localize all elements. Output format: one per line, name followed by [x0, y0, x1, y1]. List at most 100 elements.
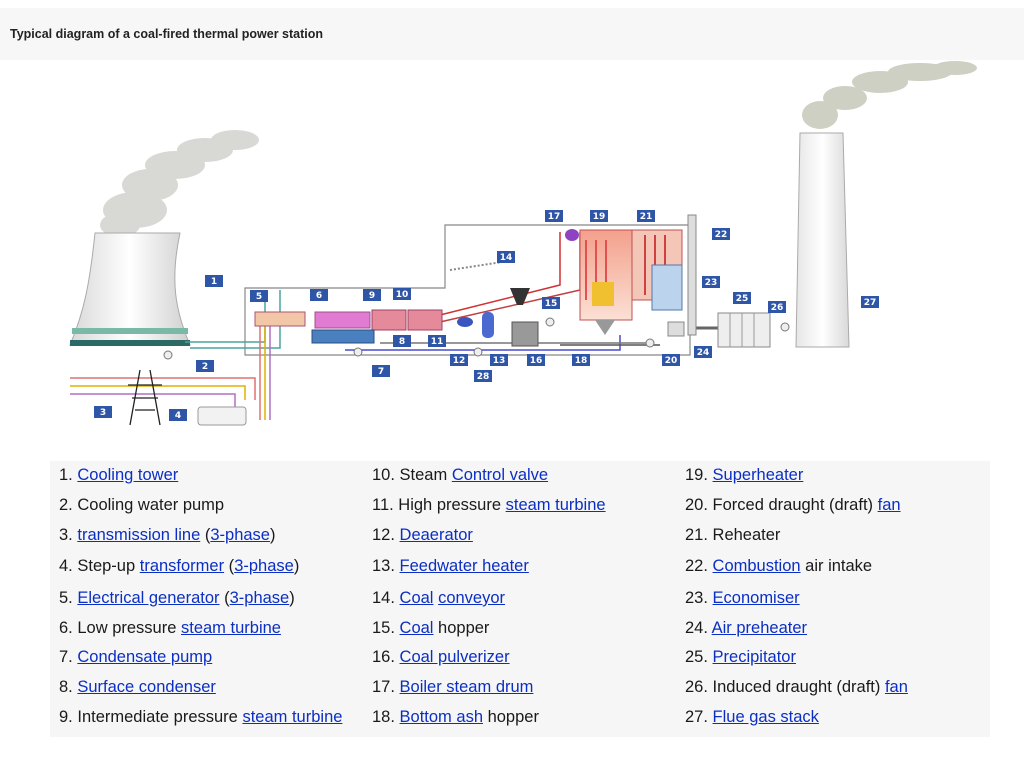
label-tag-24: 24 — [694, 346, 712, 358]
label-tag-18: 18 — [572, 354, 590, 366]
legend-text: Step-up — [77, 557, 140, 576]
legend-item: 14. Coal conveyor — [372, 584, 606, 614]
legend-link[interactable]: Condensate pump — [77, 648, 213, 667]
pipework — [70, 232, 720, 420]
economiser — [651, 264, 683, 311]
legend-item: 19. Superheater — [685, 461, 908, 491]
svg-text:23: 23 — [705, 278, 718, 288]
transmission-pylon — [128, 369, 162, 426]
legend-link[interactable]: 3-phase — [210, 525, 270, 544]
legend-link[interactable]: Air preheater — [711, 618, 808, 637]
tower-steam-plume — [100, 130, 259, 237]
svg-text:28: 28 — [477, 372, 490, 382]
power-station-diagram: 1 2 3 4 5 6 7 8 9 10 11 12 13 14 15 16 1… — [69, 61, 977, 426]
legend-item: 15. Coal hopper — [372, 614, 606, 644]
legend-item-number: 10. — [372, 466, 400, 484]
legend-item: 3. transmission line (3-phase) — [59, 521, 342, 551]
legend-item: 13. Feedwater heater — [372, 550, 606, 584]
label-tag-1: 1 — [205, 275, 223, 287]
deaerator-and-heater — [457, 312, 494, 338]
legend-link[interactable]: 3-phase — [229, 588, 290, 607]
svg-text:10: 10 — [396, 290, 409, 300]
legend-item-number: 18. — [372, 708, 400, 727]
legend-link[interactable]: transmission line — [77, 525, 201, 544]
legend-link[interactable]: Coal — [399, 588, 434, 607]
label-tag-5: 5 — [250, 290, 268, 302]
legend-link[interactable]: conveyor — [438, 588, 506, 607]
surface-condenser — [311, 329, 375, 344]
legend-link[interactable]: Feedwater heater — [399, 557, 529, 576]
label-tag-15: 15 — [542, 297, 560, 309]
legend-item-number: 19. — [685, 466, 713, 484]
legend-item: 1. Cooling tower — [59, 461, 342, 491]
legend-item: 27. Flue gas stack — [685, 703, 908, 733]
steam-turbines — [314, 309, 443, 331]
legend-item-number: 20. — [685, 495, 713, 514]
legend-text: ( — [200, 525, 211, 544]
legend-link[interactable]: fan — [884, 678, 908, 697]
legend-link[interactable]: 3-phase — [234, 557, 294, 576]
svg-text:24: 24 — [697, 348, 710, 358]
legend-text: Cooling water pump — [77, 495, 225, 514]
legend-item-number: 24. — [685, 618, 712, 637]
flue-gas-stack — [795, 132, 850, 348]
legend-link[interactable]: steam turbine — [181, 618, 281, 637]
svg-text:1: 1 — [211, 277, 217, 287]
label-tag-12: 12 — [450, 354, 468, 366]
legend-link[interactable]: Economiser — [712, 588, 800, 607]
legend-link[interactable]: fan — [877, 495, 901, 514]
legend-text: ( — [219, 588, 230, 607]
legend-text: ) — [293, 557, 300, 576]
legend-item: 21. Reheater — [685, 521, 908, 551]
label-tag-7: 7 — [372, 365, 390, 377]
legend-link[interactable]: Coal pulverizer — [399, 648, 510, 667]
svg-text:16: 16 — [530, 356, 543, 366]
legend-item: 2. Cooling water pump — [59, 491, 342, 521]
legend-link[interactable]: Combustion — [712, 557, 801, 576]
legend-item: 8. Surface condenser — [59, 673, 342, 703]
svg-text:9: 9 — [369, 291, 375, 301]
stack-smoke-plume — [802, 61, 977, 129]
label-tag-26: 26 — [768, 301, 786, 313]
legend-link[interactable]: steam turbine — [505, 495, 606, 514]
legend-link[interactable]: Bottom ash — [399, 708, 483, 727]
legend-item-number: 26. — [685, 678, 713, 697]
legend-link[interactable]: steam turbine — [242, 708, 343, 727]
legend-link[interactable]: Electrical generator — [77, 588, 220, 607]
label-tags: 1 2 3 4 5 6 7 8 9 10 11 12 13 14 15 16 1… — [94, 210, 879, 421]
legend-text: ( — [224, 557, 235, 576]
svg-text:4: 4 — [175, 411, 181, 421]
coal-hopper-pulverizer — [510, 288, 539, 347]
label-tag-17: 17 — [545, 210, 563, 222]
legend-item: 18. Bottom ash hopper — [372, 703, 606, 733]
legend-link[interactable]: transformer — [139, 557, 225, 576]
legend-item-number: 27. — [685, 708, 713, 727]
legend-item-number: 16. — [372, 648, 400, 667]
legend-link[interactable]: Precipitator — [712, 648, 796, 667]
svg-text:13: 13 — [493, 356, 506, 366]
legend-link[interactable]: Control valve — [451, 466, 549, 484]
legend-item-number: 5. — [59, 588, 78, 607]
legend-item: 4. Step-up transformer (3-phase) — [59, 550, 342, 584]
title-bar: Typical diagram of a coal-fired thermal … — [0, 8, 1024, 60]
legend-item-number: 9. — [59, 708, 78, 727]
label-tag-16: 16 — [527, 354, 545, 366]
legend-link[interactable]: Coal — [399, 618, 434, 637]
legend-link[interactable]: Superheater — [712, 466, 804, 484]
page-title: Typical diagram of a coal-fired thermal … — [10, 27, 324, 41]
svg-text:26: 26 — [771, 303, 784, 313]
label-tag-10: 10 — [393, 288, 411, 300]
svg-text:22: 22 — [715, 230, 728, 240]
svg-text:7: 7 — [378, 367, 384, 377]
legend-link[interactable]: Flue gas stack — [712, 708, 819, 727]
legend-item: 12. Deaerator — [372, 521, 606, 551]
legend-item: 26. Induced draught (draft) fan — [685, 673, 908, 703]
legend-item-number: 21. — [685, 525, 713, 544]
legend-item-number: 17. — [372, 678, 400, 697]
legend-link[interactable]: Surface condenser — [77, 678, 216, 697]
legend-link[interactable]: Cooling tower — [77, 466, 179, 484]
legend-link[interactable]: Boiler steam drum — [399, 678, 534, 697]
legend-link[interactable]: Deaerator — [399, 525, 473, 544]
